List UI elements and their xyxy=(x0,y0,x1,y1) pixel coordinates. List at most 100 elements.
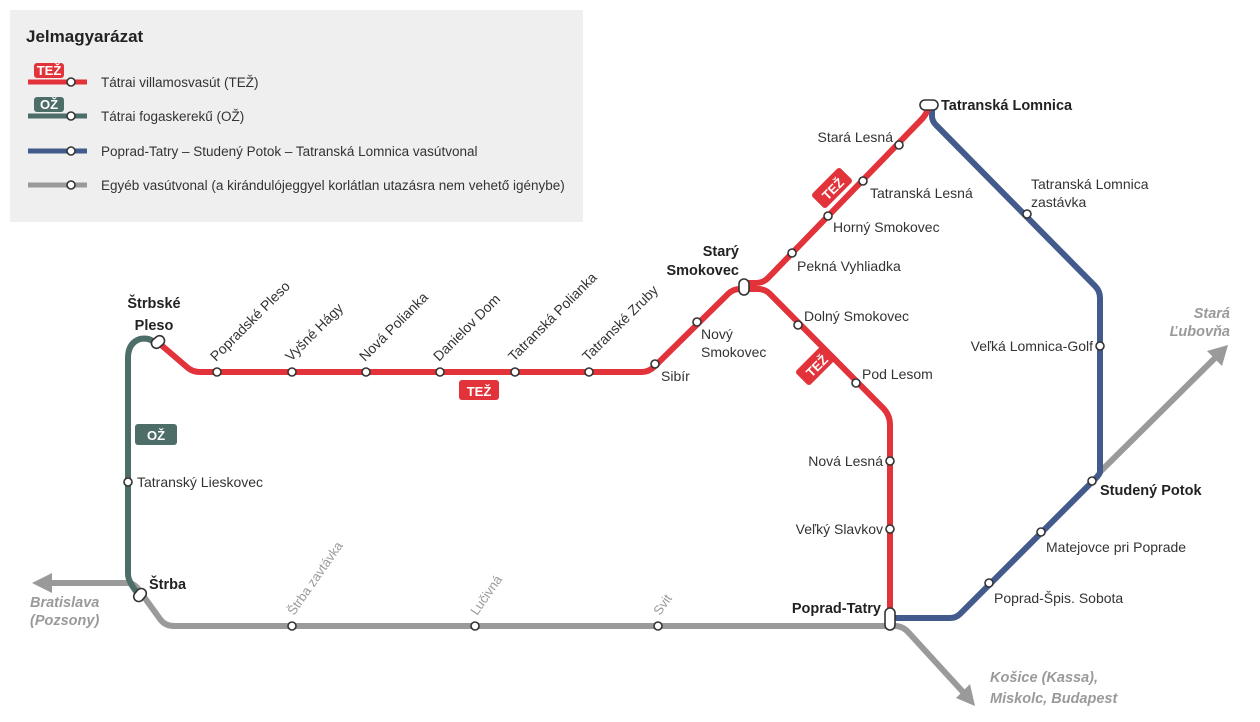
tez-badge-text: TEŽ xyxy=(37,63,62,78)
line-red-tez-main xyxy=(158,286,893,617)
station-pod-lesom[interactable] xyxy=(851,378,861,388)
label-lucivna: Lučivná xyxy=(467,572,505,618)
label-tatransky-lieskovec: Tatranský Lieskovec xyxy=(137,474,263,490)
label-sibir: Sibír xyxy=(661,368,690,384)
station-lucivna[interactable] xyxy=(470,621,480,631)
legend-item-oz: OŽ Tátrai fogaskerekű (OŽ) xyxy=(28,97,244,124)
oz-badge-text: OŽ xyxy=(40,97,58,112)
station-tatranska-lomnica[interactable] xyxy=(919,99,939,111)
station-popradske-pleso[interactable] xyxy=(212,367,222,377)
legend-item-gray: Egyéb vasútvonal (a kirándulójeggyel kor… xyxy=(28,178,565,193)
station-velky-slavkov[interactable] xyxy=(885,524,895,534)
station-horny-smokovec[interactable] xyxy=(823,211,833,221)
tez-badge-bg xyxy=(796,345,836,385)
legend-label: Poprad-Tatry – Studený Potok – Tatranská… xyxy=(101,144,477,159)
station-icon xyxy=(66,111,76,121)
destination-labels: Bratislava (Pozsony) Košice (Kassa), Mis… xyxy=(30,306,1230,707)
destination-stara-lubovna: Stará xyxy=(1194,306,1230,322)
label-poprad-tatry: Poprad-Tatry xyxy=(792,601,881,617)
station-nova-polianka[interactable] xyxy=(361,367,371,377)
label-strbske-pleso: Štrbské xyxy=(127,294,180,312)
label-svit: Svit xyxy=(650,591,675,618)
destination-bratislava: Bratislava xyxy=(30,595,99,611)
label-nova-lesna: Nová Lesná xyxy=(808,453,883,469)
station-pekna-vyhliadka[interactable] xyxy=(787,248,797,258)
legend-label: Tátrai fogaskerekű (OŽ) xyxy=(101,109,244,124)
label-vysne-hagy: Vyšné Hágy xyxy=(282,300,346,364)
tez-badge-lower: TEŽ xyxy=(796,345,836,385)
station-poprad-tatry[interactable] xyxy=(884,607,896,631)
label-stara-lesna: Stará Lesná xyxy=(818,129,894,145)
label-strbske-pleso: Pleso xyxy=(135,318,174,334)
station-danielov-dom[interactable] xyxy=(435,367,445,377)
station-svit[interactable] xyxy=(653,621,663,631)
label-pod-lesom: Pod Lesom xyxy=(862,366,933,382)
legend: Jelmagyarázat TEŽ Tátrai villamosvasút (… xyxy=(10,10,583,222)
station-icon xyxy=(66,77,76,87)
station-dolny-smokovec[interactable] xyxy=(793,320,803,330)
tez-badge-upper: TEŽ xyxy=(812,168,852,208)
label-velky-slavkov: Veľký Slavkov xyxy=(796,521,883,537)
station-velka-lomnica-golf[interactable] xyxy=(1095,341,1105,351)
label-horny-smokovec: Horný Smokovec xyxy=(833,219,940,235)
tez-badge xyxy=(34,63,64,78)
station-tatranske-zruby[interactable] xyxy=(584,367,594,377)
label-velka-lomnica-golf: Veľká Lomnica-Golf xyxy=(971,338,1093,354)
station-nova-lesna[interactable] xyxy=(885,456,895,466)
legend-label: Egyéb vasútvonal (a kirándulójeggyel kor… xyxy=(101,178,565,193)
label-stary-smokovec: Smokovec xyxy=(666,263,739,279)
station-spis-sobota[interactable] xyxy=(984,578,994,588)
label-tatranska-lesna: Tatranská Lesná xyxy=(870,185,973,201)
label-dolny-smokovec: Dolný Smokovec xyxy=(804,308,909,324)
station-stara-lesna[interactable] xyxy=(894,140,904,150)
line-green-oz xyxy=(125,335,159,597)
station-sibir[interactable] xyxy=(650,359,660,369)
line-to-stara-lubovna xyxy=(1097,354,1219,475)
arrow-up-right-icon xyxy=(1207,345,1228,366)
label-strba-zastavka: Štrba zavtávka xyxy=(284,538,346,618)
station-strbske-pleso[interactable] xyxy=(149,334,166,351)
legend-background xyxy=(10,10,583,222)
label-studeny-potok: Studený Potok xyxy=(1100,483,1202,499)
label-pekna-vyhliadka: Pekná Vyhliadka xyxy=(797,258,901,274)
line-blue-poprad-lomnica xyxy=(892,108,1103,621)
label-stary-smokovec: Starý xyxy=(703,244,739,260)
oz-badge-text: OŽ xyxy=(147,428,165,443)
label-tl-zastavka: Tatranská Lomnica xyxy=(1031,176,1149,192)
destination-kosice: Košice (Kassa), xyxy=(990,670,1098,686)
destination-stara-lubovna: Ľubovňa xyxy=(1170,324,1230,340)
line-main-railway xyxy=(50,580,966,695)
legend-label: Tátrai villamosvasút (TEŽ) xyxy=(101,75,259,90)
station-vysne-hagy[interactable] xyxy=(287,367,297,377)
arrow-down-right-icon xyxy=(956,684,975,706)
legend-item-blue: Poprad-Tatry – Studený Potok – Tatranská… xyxy=(28,144,477,159)
station-tatransky-lieskovec[interactable] xyxy=(123,477,133,487)
station-tl-zastavka[interactable] xyxy=(1022,209,1032,219)
tez-badge-text: TEŽ xyxy=(467,384,492,399)
label-strba: Štrba xyxy=(149,575,187,593)
tez-badge-main: TEŽ xyxy=(459,380,499,400)
station-strba-zastavka[interactable] xyxy=(287,621,297,631)
legend-item-tez: TEŽ Tátrai villamosvasút (TEŽ) xyxy=(28,63,259,90)
label-spis-sobota: Poprad-Špis. Sobota xyxy=(994,590,1123,606)
station-icon xyxy=(66,180,76,190)
label-popradske-pleso: Popradské Pleso xyxy=(207,278,293,364)
destination-bratislava: (Pozsony) xyxy=(30,613,99,629)
label-tl-zastavka: zastávka xyxy=(1031,194,1086,210)
oz-badge-bg xyxy=(135,424,177,445)
station-matejovce[interactable] xyxy=(1036,527,1046,537)
label-nova-polianka: Nová Polianka xyxy=(356,289,431,364)
tez-badge-bg xyxy=(812,168,852,208)
station-novy-smokovec[interactable] xyxy=(692,317,702,327)
label-novy-smokovec: Smokovec xyxy=(701,344,766,360)
station-studeny-potok[interactable] xyxy=(1087,476,1097,486)
station-strba[interactable] xyxy=(132,586,149,603)
station-tatranska-polianka[interactable] xyxy=(510,367,520,377)
station-tatranska-lesna[interactable] xyxy=(858,176,868,186)
arrow-left-icon xyxy=(32,573,52,593)
legend-title: Jelmagyarázat xyxy=(26,27,144,46)
label-danielov-dom: Danielov Dom xyxy=(430,291,503,364)
station-stary-smokovec[interactable] xyxy=(738,278,750,296)
destination-kosice: Miskolc, Budapest xyxy=(990,691,1118,707)
